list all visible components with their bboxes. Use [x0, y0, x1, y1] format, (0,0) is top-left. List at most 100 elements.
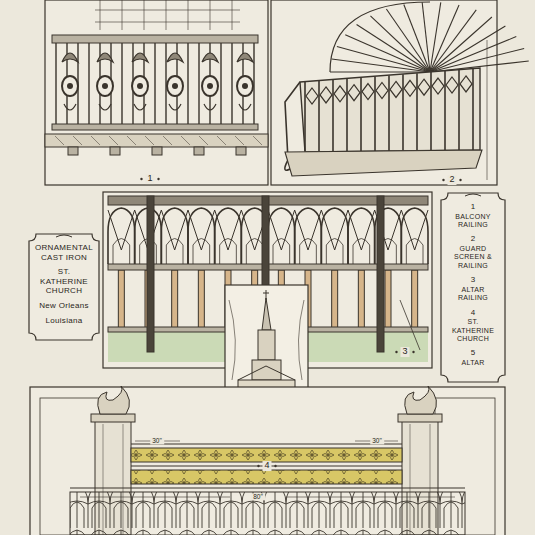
baluster: [346, 79, 348, 151]
callout-dot: [395, 351, 397, 353]
post: [377, 196, 384, 352]
tracery: [295, 210, 322, 250]
tracery: [188, 210, 215, 250]
title-cartouche: ORNAMENTAL CAST IRONST. KATHERINE CHURCH…: [28, 233, 100, 340]
tracery: [113, 239, 130, 265]
cartouche-text: GUARD SCREEN & RAILING: [446, 245, 500, 270]
window-bar: [95, 22, 240, 23]
flame-finial: [405, 386, 437, 414]
gable: [238, 366, 295, 380]
tower: [258, 330, 275, 360]
bracket: [152, 147, 162, 155]
column: [385, 270, 391, 328]
post-cap: [398, 414, 442, 422]
altar-drawing: [30, 386, 505, 535]
window-bar: [232, 0, 233, 30]
tree-shading: [229, 300, 304, 380]
baluster: [444, 71, 446, 151]
scroll: [134, 104, 146, 110]
diamond-lattice: [432, 78, 444, 94]
diamond-lattice: [460, 76, 472, 92]
tracery: [353, 239, 370, 265]
wood-grain: [163, 136, 172, 145]
wood-grain: [55, 136, 64, 145]
tracery: [268, 210, 295, 250]
baluster: [416, 73, 418, 151]
baluster: [154, 43, 155, 124]
diamond-lattice: [334, 86, 346, 102]
gothic-arch: [321, 208, 348, 264]
wood-grain: [91, 136, 100, 145]
window-bar: [210, 0, 211, 30]
cartouche-text: BALCONY RAILING: [446, 213, 500, 230]
ring-ornament: [132, 76, 148, 96]
ring-boss: [172, 83, 178, 89]
baluster: [55, 43, 56, 124]
column: [412, 270, 418, 328]
callout-dot: [274, 465, 276, 467]
dimension-line: [286, 497, 455, 498]
window-bar: [166, 0, 167, 30]
scroll-crest: [237, 53, 253, 62]
cartouche-text: ALTAR RAILING: [446, 286, 500, 303]
callout-dot: [157, 178, 159, 180]
ring-boss: [102, 83, 108, 89]
wood-grain: [109, 136, 118, 145]
bottom-rail: [52, 124, 258, 130]
altar-frame: [30, 387, 505, 535]
scroll: [204, 104, 216, 110]
column: [332, 270, 338, 328]
wood-grain: [181, 136, 190, 145]
baluster: [402, 74, 404, 151]
cross: [266, 290, 267, 300]
wood-grain: [127, 136, 136, 145]
tracery: [220, 239, 237, 265]
fan-arc: [330, 2, 430, 72]
baluster: [472, 69, 474, 151]
stand-leg: [400, 300, 420, 350]
flame-finial: [98, 386, 130, 414]
diamond-lattice: [320, 87, 332, 103]
scroll-crest: [202, 53, 218, 62]
fan-spike: [370, 16, 430, 72]
wood-grain: [253, 136, 262, 145]
column: [358, 270, 364, 328]
ornament-band: [131, 470, 402, 484]
baluster: [388, 75, 390, 151]
bracket: [194, 147, 204, 155]
bracket: [68, 147, 78, 155]
step-line: [131, 444, 402, 445]
baluster: [374, 77, 376, 152]
baluster: [88, 43, 89, 124]
tracery: [300, 239, 317, 265]
baluster: [198, 43, 199, 124]
gothic-arch: [188, 208, 215, 264]
baluster: [458, 70, 460, 151]
tracery: [193, 239, 210, 265]
balcony-slab: [285, 150, 482, 176]
gothic-arch: [268, 208, 295, 264]
scroll: [64, 104, 76, 110]
tracery: [326, 239, 343, 265]
column: [172, 270, 178, 328]
ring-ornament: [202, 76, 218, 96]
baluster: [332, 80, 334, 151]
tracery: [161, 210, 188, 250]
balcony-railing-drawing: [45, 0, 268, 185]
scroll-flourish: [465, 194, 481, 196]
baluster: [121, 43, 122, 124]
list-number: 1: [446, 202, 500, 212]
diamond-lattice: [418, 79, 430, 95]
scroll-crest: [132, 53, 148, 62]
cartouche-text: ALTAR: [446, 359, 500, 367]
callout-number: 1: [145, 174, 154, 184]
panel-frame: [271, 0, 497, 185]
guard-screen-drawing: [271, 0, 529, 185]
list-number: 2: [446, 234, 500, 244]
tracery: [215, 210, 242, 250]
dimension-label: 80": [251, 493, 265, 500]
window-bar: [144, 0, 145, 30]
diamond-lattice: [376, 83, 388, 99]
scroll-crest: [97, 53, 113, 62]
